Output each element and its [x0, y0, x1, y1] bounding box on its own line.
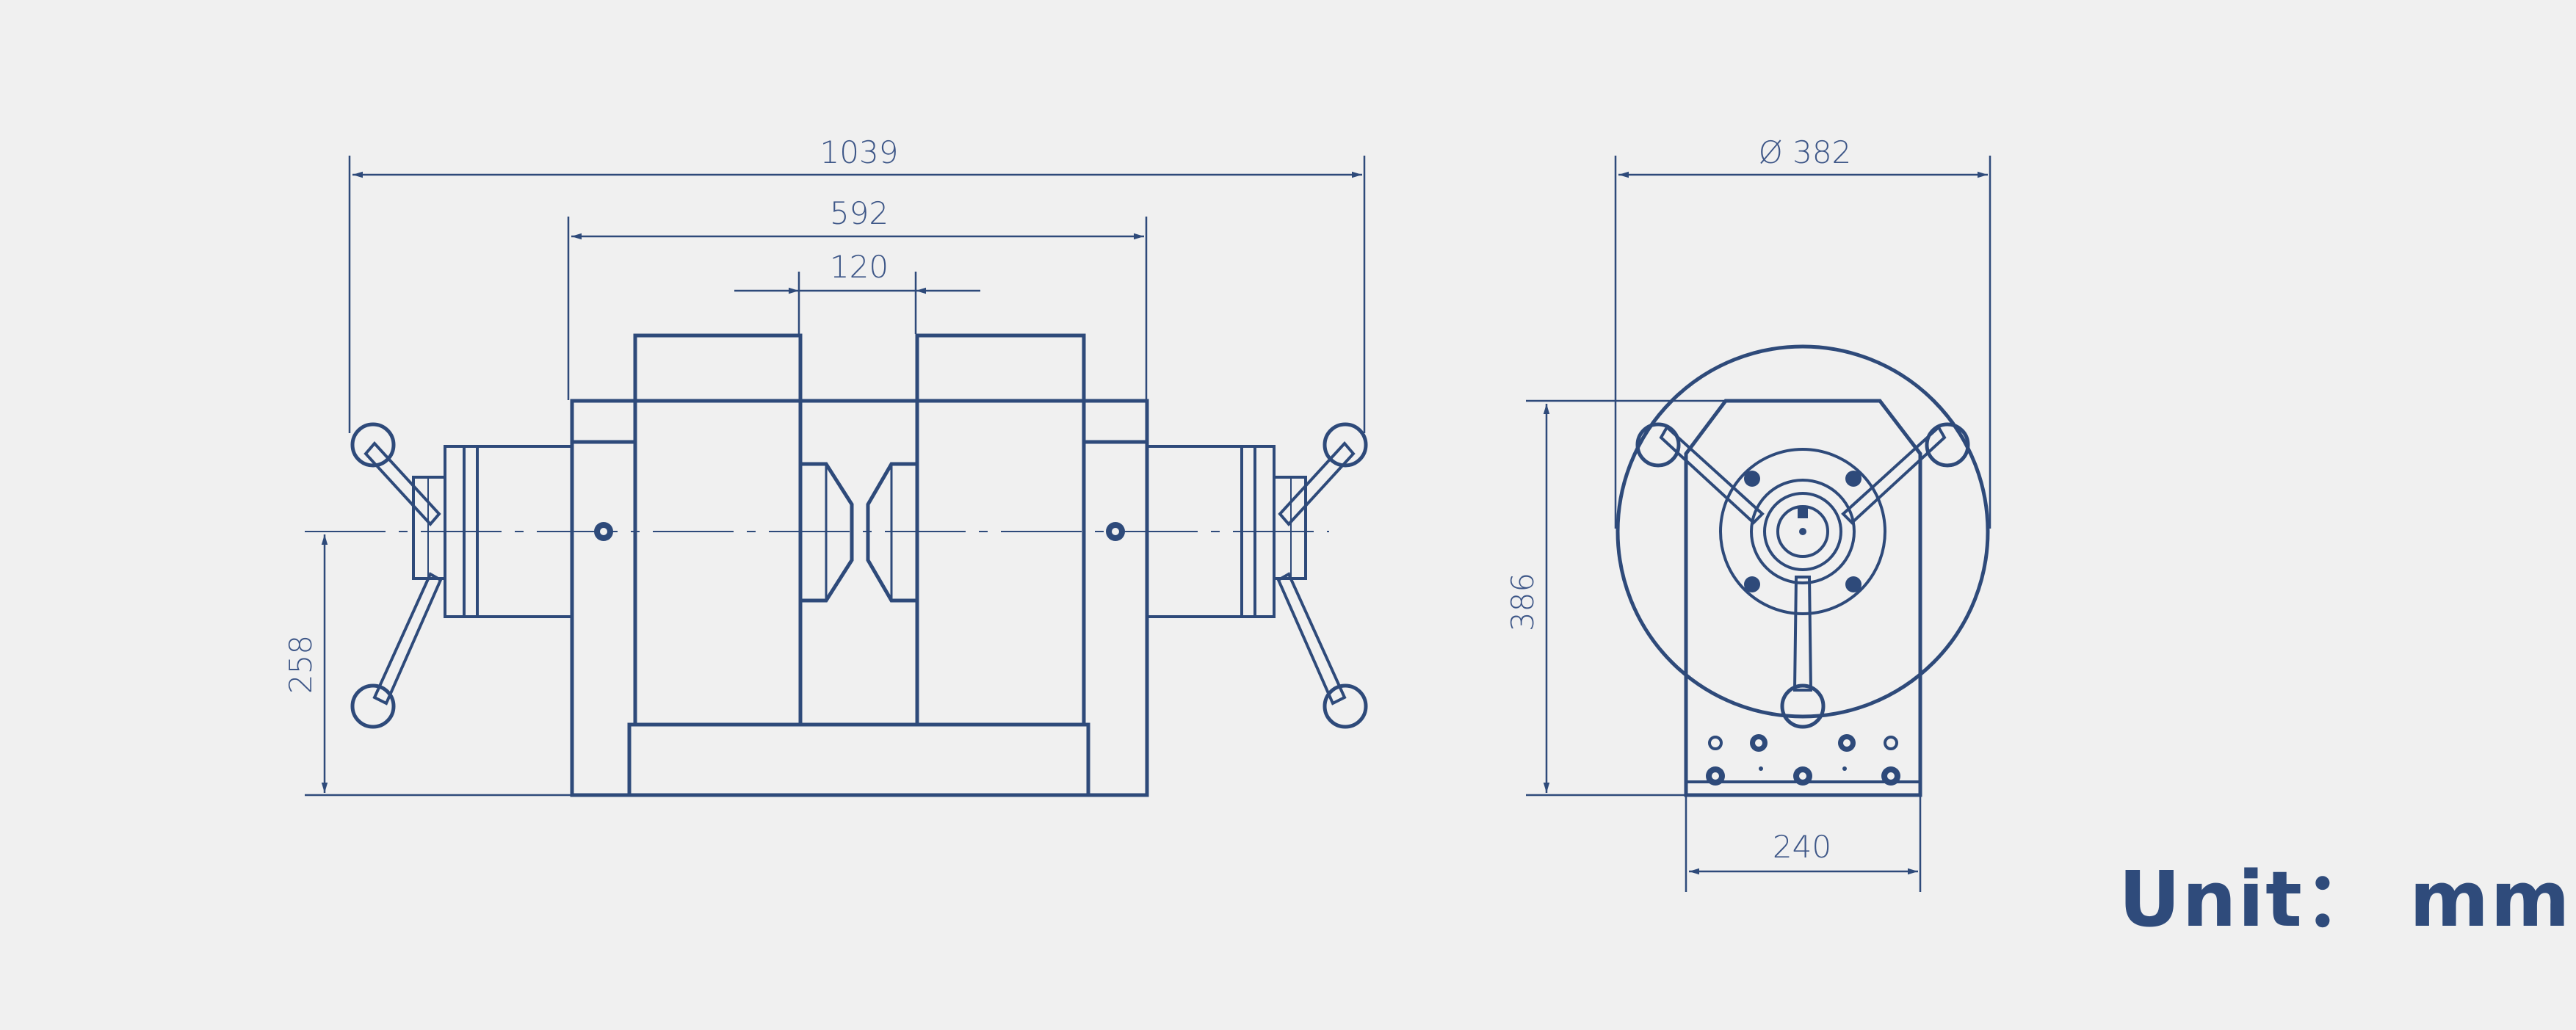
- hub-center-dot: [1799, 528, 1806, 535]
- front-machine-body: [570, 333, 1149, 797]
- side-housing: [1684, 399, 1922, 797]
- dim-label-1039: 1039: [820, 134, 899, 170]
- side-handwheel-spokes: [1635, 422, 1970, 729]
- front-bolt-holes: [594, 522, 1125, 541]
- dim-label-258: 258: [283, 635, 319, 694]
- right-handwheel: [1276, 422, 1368, 729]
- side-disc: [1616, 344, 1990, 719]
- extension-lines: [305, 156, 1366, 797]
- side-hub: [1719, 448, 1886, 615]
- unit-label: Unit： mm: [2119, 855, 2572, 944]
- front-view: 1039 592 120 258: [283, 134, 1368, 797]
- side-view: Ø 382 386 240: [1505, 134, 1991, 892]
- dim-label-240: 240: [1773, 829, 1831, 865]
- dim-label-382: Ø 382: [1759, 134, 1852, 170]
- side-extension-lines: [1526, 156, 1991, 892]
- dim-label-592: 592: [830, 195, 889, 231]
- base-holes: [1706, 734, 1900, 786]
- hub-bolt-holes: [1744, 471, 1862, 592]
- hub-key: [1798, 508, 1808, 518]
- left-hub: [412, 445, 574, 618]
- left-handwheel: [350, 422, 443, 729]
- dim-label-386: 386: [1505, 573, 1541, 631]
- dim-label-120: 120: [830, 249, 889, 285]
